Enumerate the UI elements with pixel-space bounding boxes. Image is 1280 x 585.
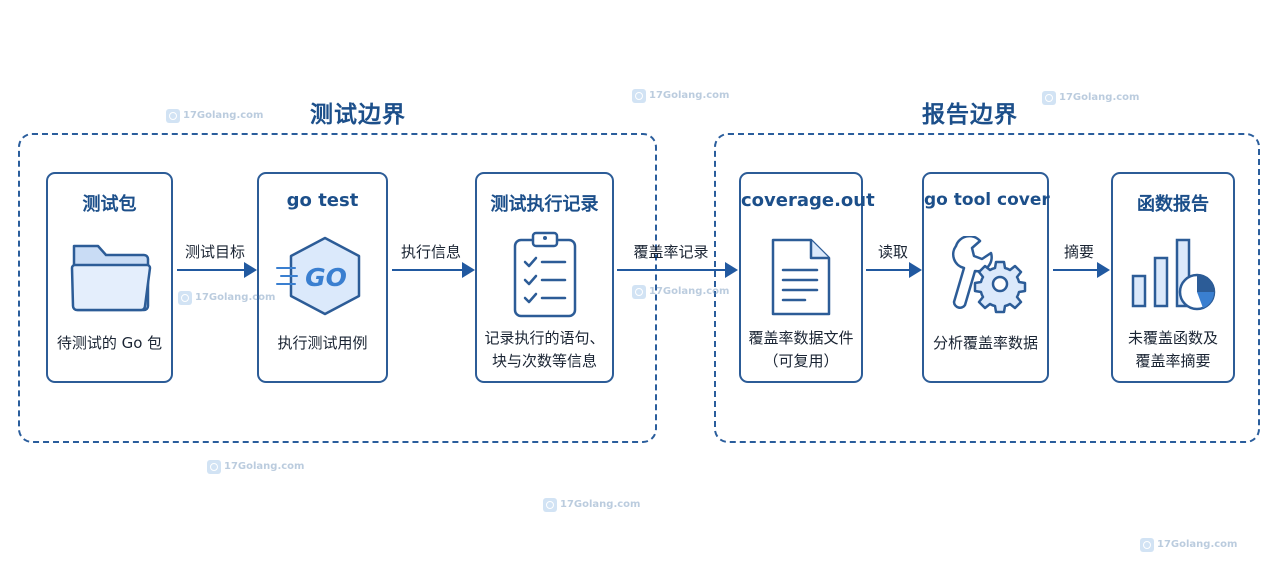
node-desc: 分析覆盖率数据 [932,334,1038,352]
test-boundary-title: 测试边界 [310,102,406,128]
edge-label-coverage-record: 覆盖率记录 [633,243,709,261]
watermark: 17Golang.com [166,109,263,123]
watermark-logo-icon [632,89,646,103]
watermark-logo-icon [1140,538,1154,552]
go-hexagon-icon: GO [275,234,371,318]
node-title: go tool cover [924,190,1050,210]
edge-label-read: 读取 [877,243,908,261]
node-desc: 待测试的 Go 包 [56,334,163,352]
report-boundary-title: 报告边界 [922,102,1018,128]
node-go-tool-cover: go tool cover 分析覆盖率数据 [922,172,1050,383]
document-icon [769,236,833,318]
watermark-logo-icon [178,291,192,305]
node-coverage-out: coverage.out 覆盖率数据文件 （可复用） [739,172,875,383]
watermark: 17Golang.com [632,285,729,299]
edge-arrow-1 [177,262,257,278]
node-title: go test [286,190,359,211]
clipboard-checklist-icon [511,230,579,320]
edge-arrow-4 [866,262,922,278]
watermark: 17Golang.com [632,89,729,103]
edge-arrow-2 [392,262,475,278]
node-desc: 未覆盖函数及 覆盖率摘要 [1127,329,1218,370]
watermark-logo-icon [1042,91,1056,105]
watermark: 17Golang.com [543,498,640,512]
watermark: 17Golang.com [1140,538,1237,552]
edge-arrow-5 [1053,262,1110,278]
node-func-report: 函数报告 未覆盖函数及 覆盖率摘要 [1111,172,1235,383]
watermark-logo-icon [207,460,221,474]
node-desc: 记录执行的语句、 块与次数等信息 [484,329,605,370]
node-exec-record: 测试执行记录 记录执行的语句、 块与次数等信息 [475,172,614,383]
node-title: 测试执行记录 [490,194,599,215]
edge-arrow-3 [617,262,738,278]
watermark: 17Golang.com [207,460,304,474]
watermark: 17Golang.com [1042,91,1139,105]
wrench-gear-icon [942,234,1030,316]
edge-label-summary: 摘要 [1063,243,1094,261]
node-desc: 覆盖率数据文件 （可复用） [748,329,854,370]
node-test-package: 测试包 待测试的 Go 包 [46,172,173,383]
edge-label-exec-info: 执行信息 [400,243,461,261]
node-title: coverage.out [741,190,875,211]
watermark: 17Golang.com [178,291,275,305]
watermark-logo-icon [543,498,557,512]
node-go-test: go test GO 执行测试用例 [257,172,388,383]
edge-label-test-target: 测试目标 [184,243,245,261]
report-boundary [714,133,1260,443]
folder-icon [68,238,152,314]
node-title: 测试包 [82,194,137,215]
watermark-logo-icon [632,285,646,299]
watermark-logo-icon [166,109,180,123]
test-boundary [18,133,657,443]
node-title: 函数报告 [1137,194,1209,215]
node-desc: 执行测试用例 [277,334,368,352]
bar-pie-chart-icon [1127,236,1219,316]
svg-text:GO: GO [305,263,347,292]
